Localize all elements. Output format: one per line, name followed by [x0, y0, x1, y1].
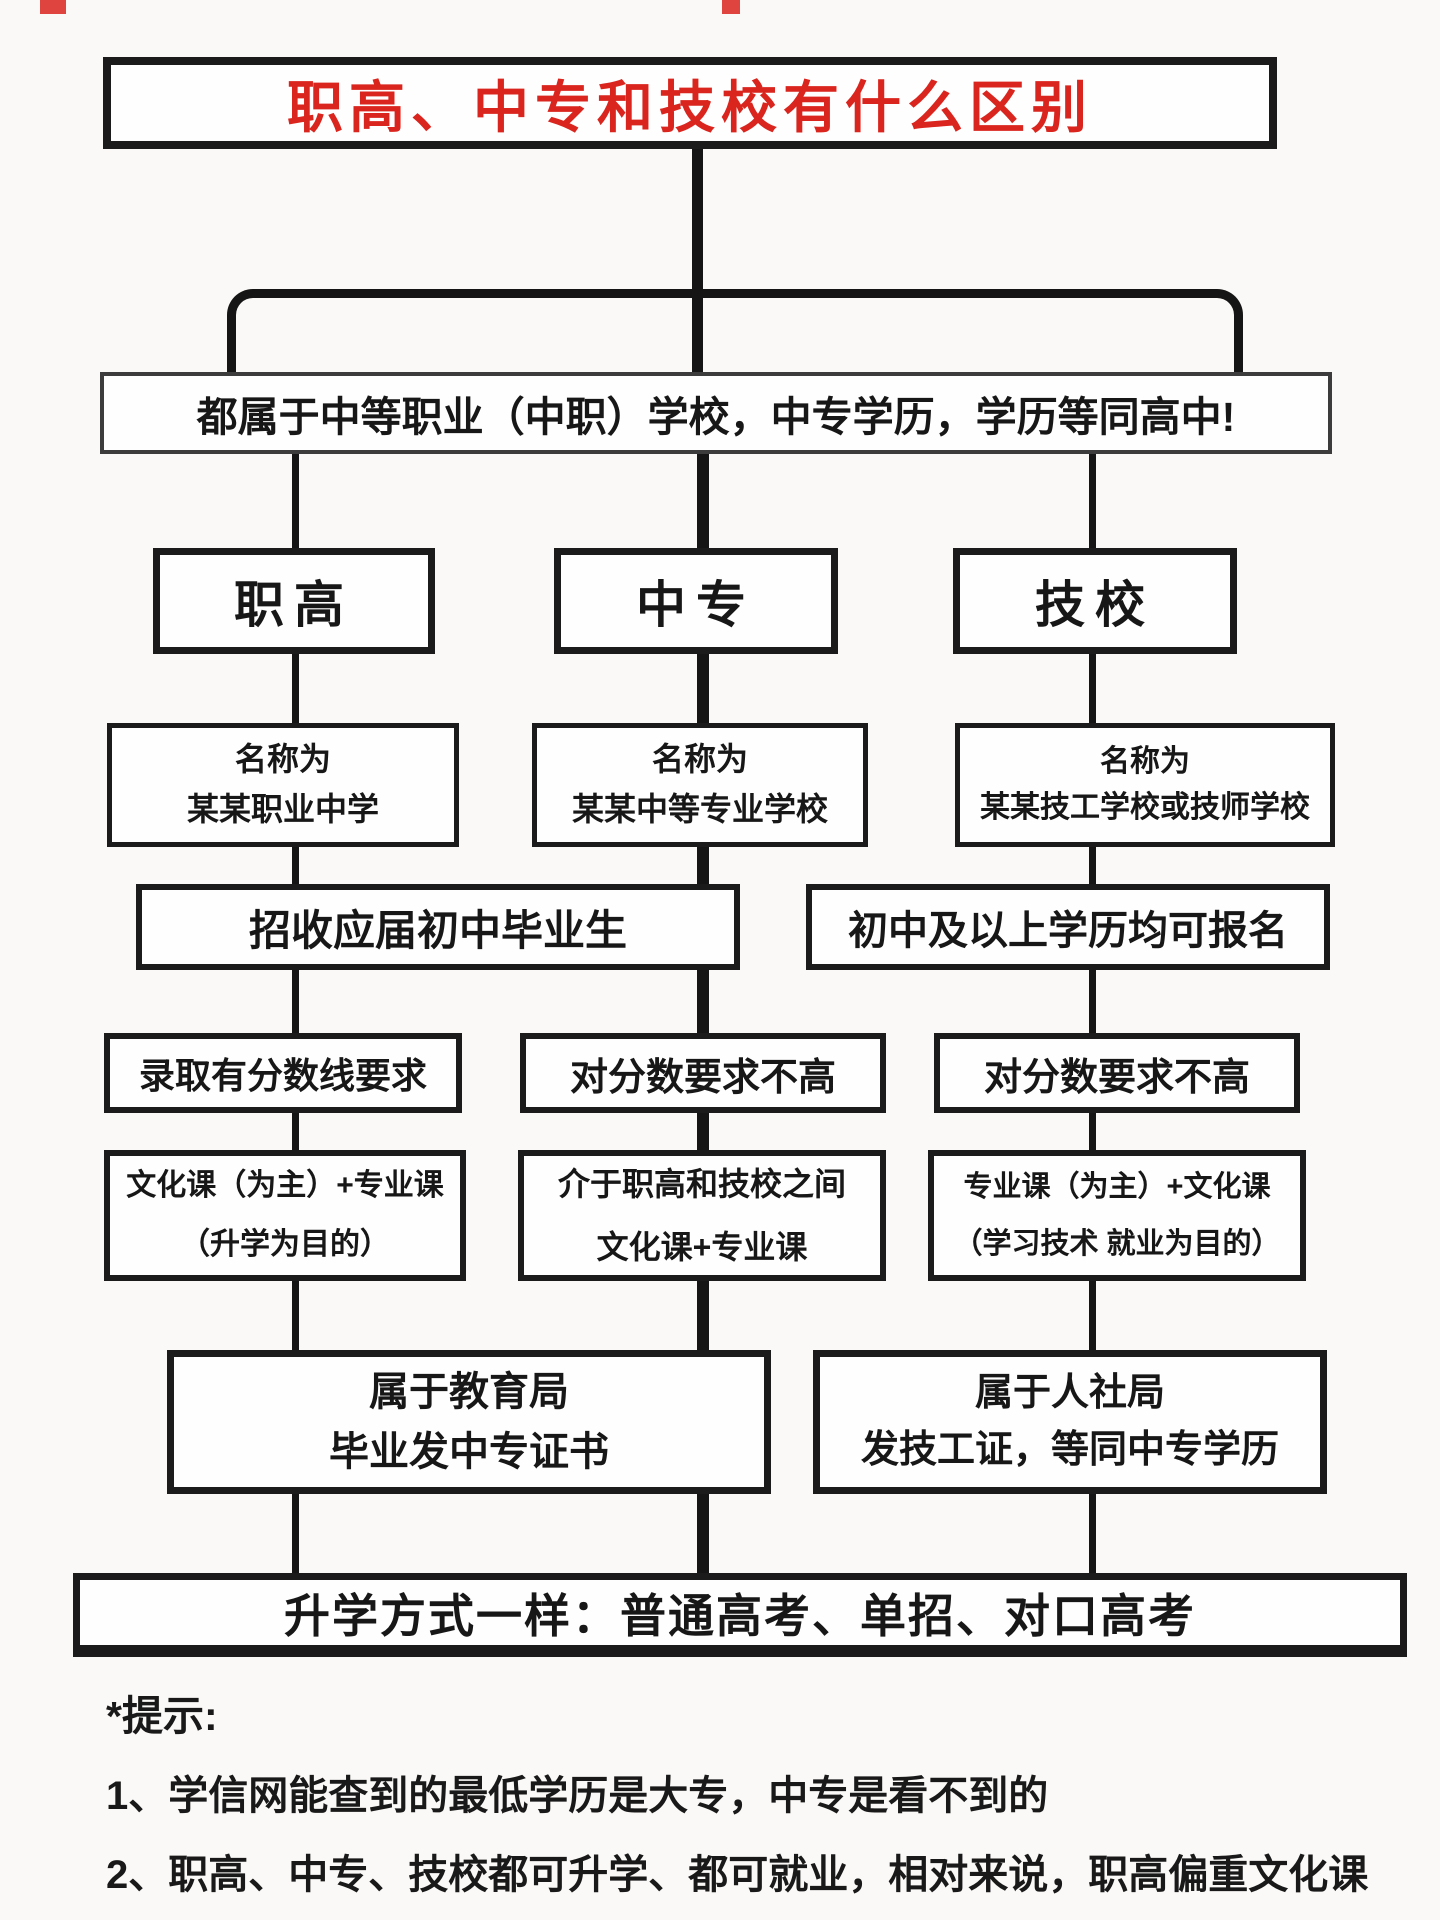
connector-col3-b	[1089, 654, 1096, 723]
connector-col1-d	[292, 970, 299, 1033]
name-box-jixiao: 名称为 某某技工学校或技师学校	[955, 723, 1335, 847]
connector-col2-d	[697, 970, 709, 1033]
authority-text-left: 属于教育局 毕业发中专证书	[329, 1370, 609, 1474]
connector-col3-f	[1089, 1281, 1096, 1350]
connector-col3-c	[1089, 847, 1096, 884]
enrollment-text-left: 招收应届初中毕业生	[248, 906, 627, 954]
connector-col3-g	[1089, 1494, 1096, 1573]
connector-col1-c	[292, 847, 299, 884]
connector-bracket	[227, 289, 1243, 372]
header-box-zhongzhuan: 中专	[554, 548, 838, 654]
footer-notes: *提示: 1、学信网能查到的最低学历是大专，中专是看不到的 2、职高、中专、技校…	[106, 1682, 1376, 1920]
header-label-jixiao: 技校	[1035, 577, 1155, 633]
connector-col2-f	[697, 1281, 709, 1350]
header-label-zhigao: 职高	[234, 577, 354, 633]
notes-line-1: 1、学信网能查到的最低学历是大专，中专是看不到的	[106, 1774, 1049, 1818]
name-box-zhongzhuan: 名称为 某某中等专业学校	[532, 723, 868, 847]
connector-col3-d	[1089, 970, 1096, 1033]
score-box-jixiao: 对分数要求不高	[934, 1033, 1300, 1113]
connector-col2-b	[697, 654, 709, 723]
connector-col1-a	[292, 454, 299, 548]
connector-col2-c	[697, 847, 709, 884]
enrollment-text-right: 初中及以上学历均可报名	[848, 909, 1288, 953]
connector-col3-e	[1089, 1113, 1096, 1150]
connector-title-to-subtitle	[692, 147, 703, 372]
score-box-zhongzhuan: 对分数要求不高	[520, 1033, 886, 1113]
title-box: 职高、中专和技校有什么区别	[103, 57, 1277, 149]
name-text-jixiao: 名称为 某某技工学校或技师学校	[980, 744, 1310, 825]
curriculum-box-zhongzhuan: 介于职高和技校之间 文化课+专业课	[518, 1150, 886, 1281]
curriculum-text-jixiao: 专业课（为主）+文化课 （学习技术 就业为目的）	[953, 1170, 1281, 1260]
cropped-red-mark-center	[722, 0, 740, 14]
connector-col1-f	[292, 1281, 299, 1350]
curriculum-box-jixiao: 专业课（为主）+文化课 （学习技术 就业为目的）	[928, 1150, 1306, 1281]
connector-col1-e	[292, 1113, 299, 1150]
header-box-zhigao: 职高	[153, 548, 435, 654]
connector-col2-e	[697, 1113, 709, 1150]
name-box-zhigao: 名称为 某某职业中学	[107, 723, 459, 847]
enrollment-box-right: 初中及以上学历均可报名	[806, 884, 1330, 970]
curriculum-text-zhongzhuan: 介于职高和技校之间 文化课+专业课	[557, 1166, 846, 1265]
notes-heading: *提示:	[106, 1693, 218, 1739]
authority-text-right: 属于人社局 发技工证，等同中专学历	[860, 1372, 1279, 1471]
advancement-box: 升学方式一样：普通高考、单招、对口高考	[73, 1573, 1407, 1657]
name-text-zhongzhuan: 名称为 某某中等专业学校	[571, 741, 828, 827]
authority-box-left: 属于教育局 毕业发中专证书	[167, 1350, 771, 1494]
cropped-red-mark-left	[40, 0, 66, 14]
common-note-text: 都属于中等职业（中职）学校，中专学历，学历等同高中!	[196, 394, 1236, 440]
enrollment-box-left: 招收应届初中毕业生	[136, 884, 740, 970]
connector-col1-g	[292, 1494, 299, 1573]
score-box-zhigao: 录取有分数线要求	[104, 1033, 462, 1113]
curriculum-text-zhigao: 文化课（为主）+专业课 （升学为目的）	[126, 1169, 444, 1261]
connector-col1-b	[292, 654, 299, 723]
score-text-zhigao: 录取有分数线要求	[138, 1055, 427, 1096]
header-label-zhongzhuan: 中专	[636, 577, 756, 633]
notes-line-2: 2、职高、中专、技校都可升学、都可就业，相对来说，职高偏重文化课	[106, 1853, 1369, 1897]
connector-col2-a	[697, 454, 709, 548]
connector-col3-a	[1089, 454, 1096, 548]
advancement-text: 升学方式一样：普通高考、单招、对口高考	[284, 1589, 1196, 1642]
score-text-zhongzhuan: 对分数要求不高	[569, 1056, 836, 1099]
name-text-zhigao: 名称为 某某职业中学	[186, 741, 379, 827]
header-box-jixiao: 技校	[953, 548, 1237, 654]
page-title: 职高、中专和技校有什么区别	[287, 75, 1093, 139]
authority-box-right: 属于人社局 发技工证，等同中专学历	[813, 1350, 1327, 1494]
connector-col2-g	[697, 1494, 709, 1573]
curriculum-box-zhigao: 文化课（为主）+专业课 （升学为目的）	[104, 1150, 466, 1281]
common-note-box: 都属于中等职业（中职）学校，中专学历，学历等同高中!	[100, 372, 1332, 454]
score-text-jixiao: 对分数要求不高	[983, 1056, 1250, 1099]
